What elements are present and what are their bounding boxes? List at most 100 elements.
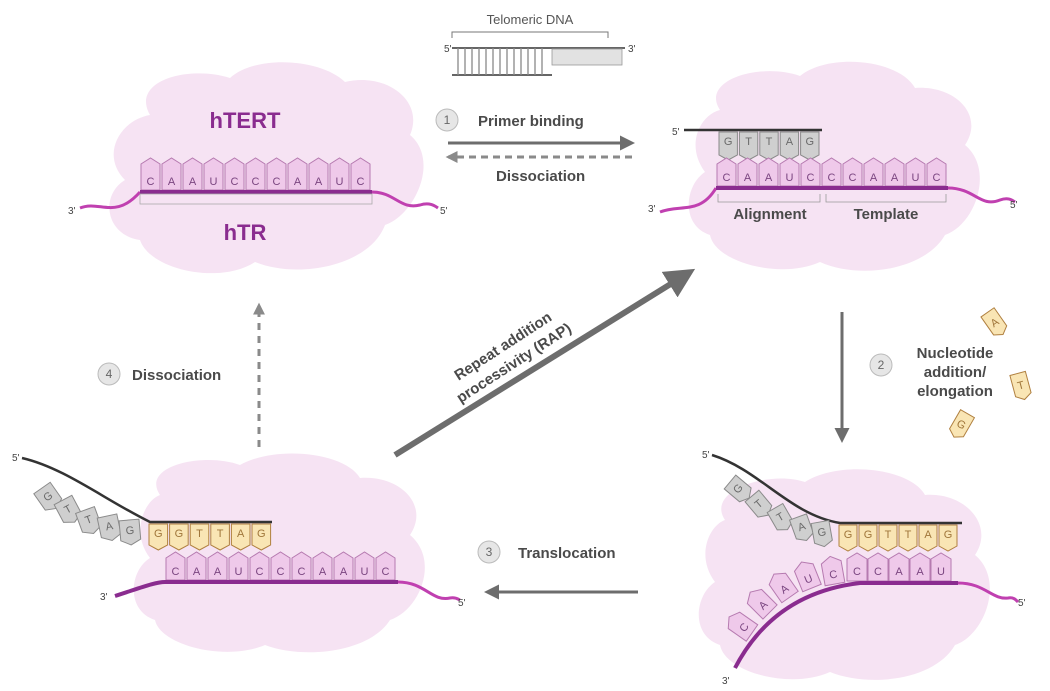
bl-rna-base: U (354, 551, 375, 581)
tl-rna-base-letter: C (252, 176, 260, 188)
bl-new-base-letter: G (175, 528, 184, 540)
tr-rna-base-letter: U (786, 172, 794, 184)
step-2-elongation: 2 Nucleotide addition/ elongation A T G (834, 307, 1032, 443)
br-new-base: A (918, 524, 938, 552)
bl-rna-base-letter: A (319, 566, 327, 578)
br-rna-base: C (727, 611, 759, 642)
bl-rna-base-letter: C (277, 566, 285, 578)
bl-rna-base: A (333, 551, 354, 581)
bl-new-base-letter: T (217, 528, 224, 540)
tr-dna-base-letter: A (786, 136, 794, 148)
bl-new-base-letter: G (257, 528, 266, 540)
tr-dna-base: T (759, 131, 779, 161)
tr-dna-base: G (718, 131, 738, 161)
bl-rna-base-letter: A (193, 566, 201, 578)
br-gray-base: T (766, 502, 794, 531)
bl-gray-base: G (33, 481, 63, 511)
bl-gray-base-letter: A (104, 520, 114, 533)
alignment-label: Alignment (733, 206, 806, 223)
bl-gray-base: G (118, 518, 142, 546)
bl-rna-base-letter: C (382, 566, 390, 578)
tr-dna-base-letter: G (806, 136, 815, 148)
step-3-label: Translocation (518, 545, 616, 562)
br-new-base: G (858, 524, 878, 552)
br-rna-base: A (746, 588, 778, 620)
tr-rna-base: C (842, 157, 863, 187)
dna-five-prime: 5' (444, 44, 452, 55)
bl-rna-base: C (291, 551, 312, 581)
step-1-dissociation-label: Dissociation (496, 168, 585, 185)
br-rna-base: U (930, 552, 952, 582)
tr-rna-base-letter: A (870, 172, 878, 184)
bl-rna-base-letter: C (298, 566, 306, 578)
br-rna-base: C (867, 552, 889, 582)
tr-rna-base: C (716, 157, 737, 187)
tl-three-prime: 3' (68, 206, 76, 217)
tr-dna-base-letter: T (745, 136, 752, 148)
tr-dna-five-prime: 5' (672, 127, 680, 138)
bl-rna-base-letter: U (361, 566, 369, 578)
tl-rna-base-letter: U (210, 176, 218, 188)
tr-rna-base: U (905, 157, 926, 187)
br-new-base-letter: T (885, 529, 892, 541)
dna-three-prime: 3' (628, 44, 636, 55)
telomeric-dna-title: Telomeric DNA (487, 12, 574, 27)
step-1-number: 1 (444, 113, 451, 127)
br-rna-base-letter: C (874, 566, 882, 578)
hTERT-cloud (109, 62, 424, 274)
tr-dna-base: T (738, 131, 759, 161)
tr-rna-base-letter: C (828, 172, 836, 184)
br-gray-base: T (744, 489, 773, 518)
tr-dna-base-letter: G (724, 136, 733, 148)
bl-gray-base: T (74, 505, 102, 535)
tl-five-prime: 5' (440, 206, 448, 217)
tl-rna-base-letter: A (168, 176, 176, 188)
bl-new-base-letter: A (237, 528, 245, 540)
step-1-primer-binding: 1 Primer binding Dissociation (435, 108, 635, 185)
telomeric-dna-icon: Telomeric DNA 5' 3' (444, 12, 636, 76)
tl-rna-base-letter: A (315, 176, 323, 188)
rap-arrow: Repeat addition processivity (RAP) (393, 268, 696, 458)
tl-rna-base: U (203, 157, 224, 191)
tr-rna-base: U (779, 157, 800, 187)
br-rna-base-letter: C (828, 569, 838, 582)
step-3-translocation: 3 Translocation (477, 540, 638, 600)
hTR-label: hTR (224, 220, 267, 245)
br-new-base: T (878, 524, 898, 552)
bl-rna-base-letter: C (256, 566, 264, 578)
tr-rna-base-letter: C (849, 172, 857, 184)
br-rna-base: U (793, 561, 822, 593)
nucleotide-T-label: T (1016, 379, 1026, 392)
hTERT-label: hTERT (210, 108, 281, 133)
bl-rna-base: U (228, 551, 249, 581)
step-2-number: 2 (878, 358, 885, 372)
step-2-line3: elongation (917, 383, 993, 400)
tr-rna-base-letter: A (744, 172, 752, 184)
step-4-dissociation: 4 Dissociation (97, 302, 265, 447)
step-1-label: Primer binding (478, 113, 584, 130)
nucleotide-T-icon: T (1009, 370, 1032, 401)
br-gray-base: G (810, 519, 833, 548)
bl-new-base: G (148, 523, 169, 551)
tl-rna-base-letter: C (231, 176, 239, 188)
bl-dna-five-prime: 5' (12, 453, 20, 464)
tr-rna-base: A (884, 157, 905, 187)
br-gray-base: G (723, 474, 752, 503)
tr-rna-base-letter: A (765, 172, 773, 184)
br-new-base-letter: T (905, 529, 912, 541)
nucleotide-A-icon: A (980, 307, 1008, 336)
br-five-prime: 5' (1018, 598, 1026, 609)
bl-rna-base: C (270, 551, 291, 581)
nucleotide-G-icon: G (949, 409, 976, 438)
bl-new-base: G (169, 523, 189, 551)
tr-rna-base-letter: U (912, 172, 920, 184)
tl-rna-base: A (182, 157, 203, 191)
tl-rna-base-letter: A (189, 176, 197, 188)
tl-rna-base: U (329, 157, 350, 191)
br-new-base-letter: G (944, 529, 953, 541)
br-new-base: G (838, 524, 858, 552)
br-rna-base-letter: C (853, 566, 861, 578)
tr-rna-base: C (926, 157, 947, 187)
